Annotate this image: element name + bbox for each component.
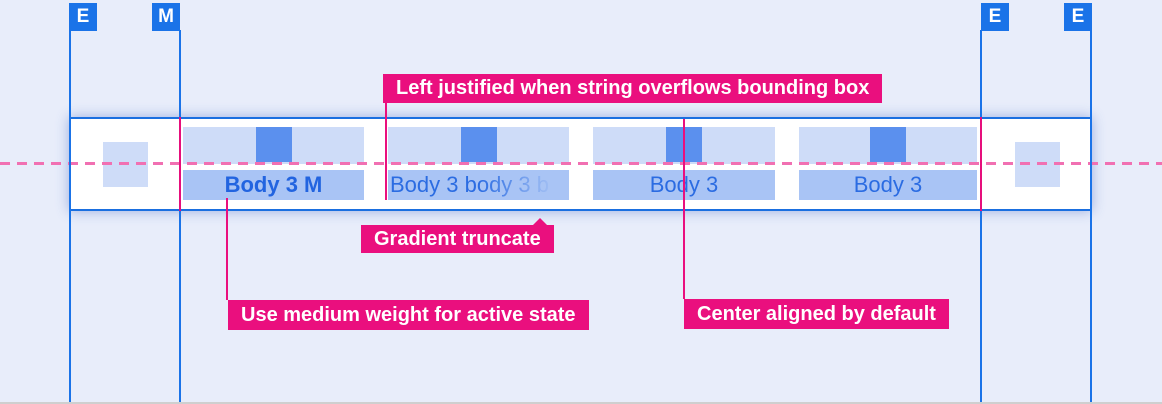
tab-spacing-indicator-swatch xyxy=(255,127,292,162)
spacing-marker-e-outer-right: E xyxy=(1064,3,1092,31)
guide-line-edge-left xyxy=(69,30,71,402)
guide-line-margin-left xyxy=(179,30,181,402)
tab-item-active[interactable]: Body 3 M xyxy=(183,127,364,200)
annotation-text: Gradient truncate xyxy=(374,228,541,250)
annotation-label-medium-weight: Use medium weight for active state xyxy=(228,300,589,330)
spacing-marker-e-inner-right: E xyxy=(981,3,1009,31)
gradient-truncate-overlay xyxy=(479,170,569,200)
tab-label: Body 3 M xyxy=(183,170,364,200)
margin-segment-right xyxy=(980,117,982,211)
tab-item-default[interactable]: Body 3 xyxy=(799,127,977,200)
tab-label: Body 3 xyxy=(799,170,977,200)
annotation-line-center-aligned xyxy=(683,119,685,299)
margin-segment-left xyxy=(179,117,181,211)
baseline-dashed-line xyxy=(0,162,1162,165)
guide-line-edge-right xyxy=(1090,30,1092,402)
tab-spacing-indicator-swatch xyxy=(460,127,497,162)
annotation-label-gradient-truncate: Gradient truncate xyxy=(361,218,554,253)
annotation-line-left-justified xyxy=(385,103,387,200)
tab-spacing-indicator-swatch xyxy=(870,127,906,162)
spacing-marker-m: M xyxy=(152,3,180,31)
tab-item-overflowing[interactable]: Body 3 body 3 b xyxy=(388,127,569,200)
spacing-marker-e-left: E xyxy=(69,3,97,31)
annotation-line-medium-weight xyxy=(226,198,228,300)
pointer-up-icon xyxy=(531,218,548,226)
guide-line-margin-right xyxy=(980,30,982,402)
annotation-label-center-aligned: Center aligned by default xyxy=(684,299,949,329)
annotation-label-left-justified: Left justified when string overflows bou… xyxy=(383,74,883,103)
